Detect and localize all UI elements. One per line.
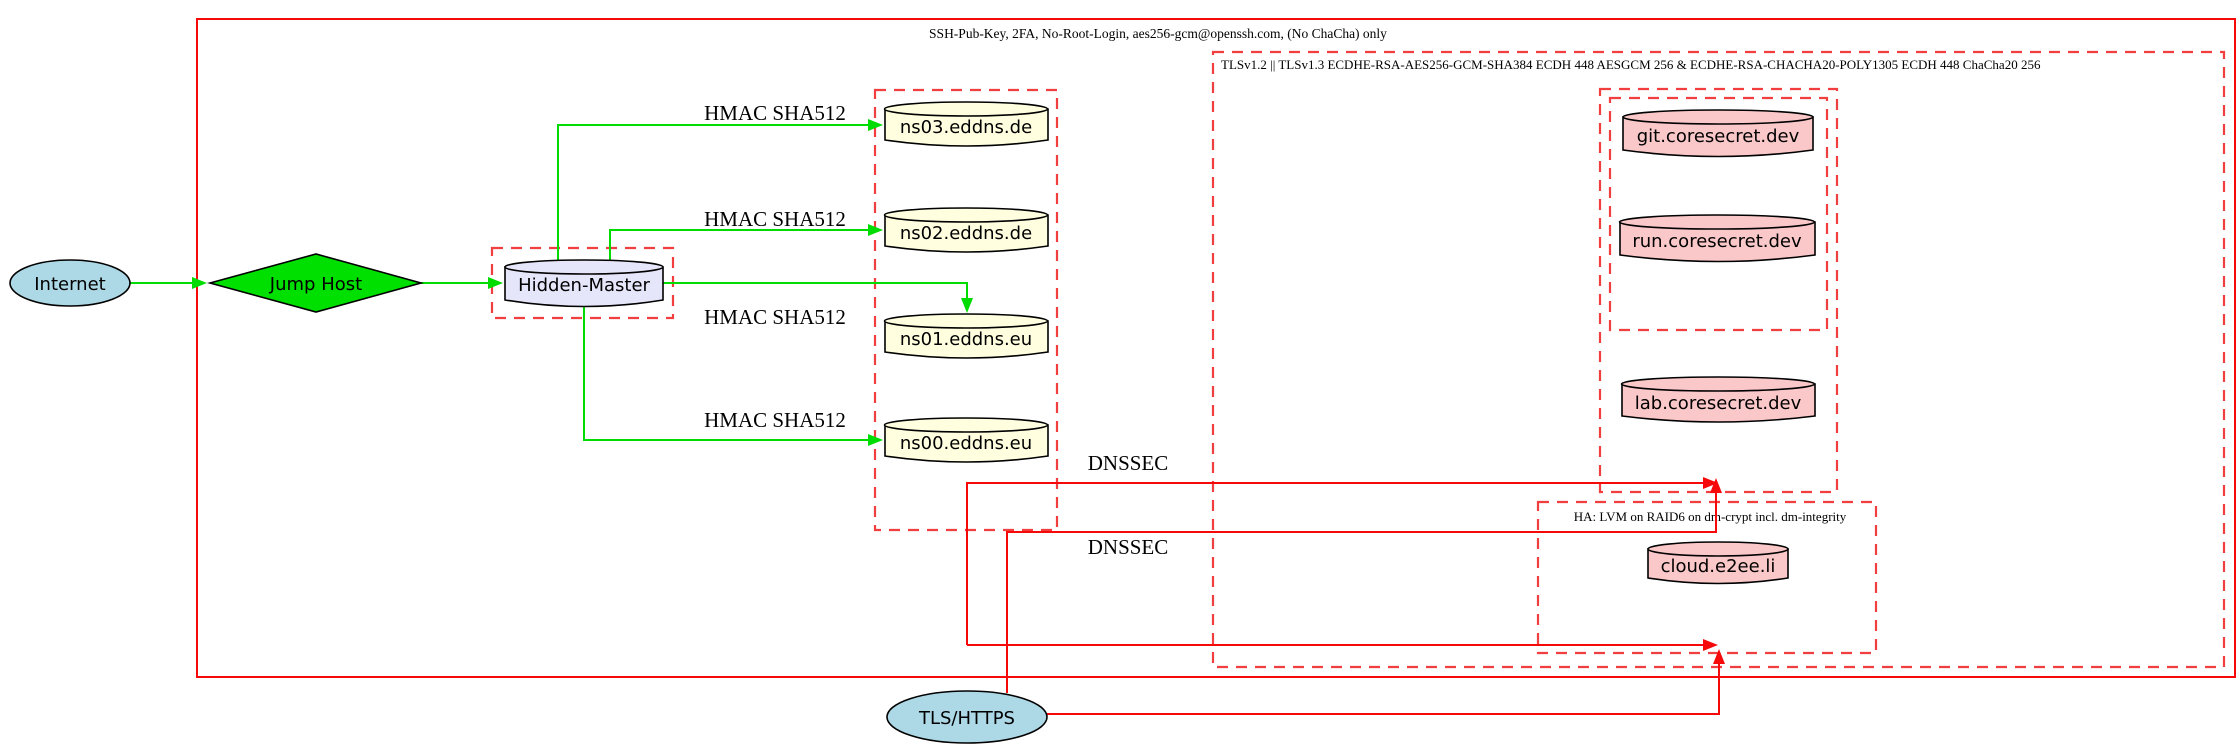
node-git-coresecret: git.coresecret.dev	[1622, 109, 1814, 158]
node-tls-https-label: TLS/HTTPS	[918, 708, 1015, 729]
edge-tlshttps-to-coresecret	[1006, 478, 1722, 693]
edge-label-dnssec-1: DNSSEC	[1088, 451, 1169, 475]
edge-label-hmac-ns01: HMAC SHA512	[704, 305, 846, 329]
node-tls-https: TLS/HTTPS	[886, 690, 1048, 744]
node-ns00: ns00.eddns.eu	[883, 417, 1049, 463]
edge-jumphost-to-hiddenmaster	[421, 277, 503, 289]
node-jump-host: Jump Host	[206, 253, 425, 313]
node-run-coresecret: run.coresecret.dev	[1618, 214, 1816, 263]
edge-dnssec-to-coresecret	[966, 477, 1718, 645]
edge-hiddenmaster-to-ns01	[663, 282, 973, 313]
edge-label-hmac-ns02: HMAC SHA512	[704, 207, 846, 231]
edge-hiddenmaster-to-ns03	[557, 119, 883, 260]
cluster-ssh-label: SSH-Pub-Key, 2FA, No-Root-Login, aes256-…	[929, 26, 1387, 41]
node-run-label: run.coresecret.dev	[1632, 231, 1802, 252]
cluster-coresecret-outer-box	[1598, 87, 1839, 494]
node-hidden-master: Hidden-Master	[504, 259, 664, 308]
node-jump-host-label: Jump Host	[269, 274, 362, 295]
cluster-coresecret-inner-box	[1608, 96, 1829, 332]
node-lab-label: lab.coresecret.dev	[1635, 393, 1802, 414]
edge-hiddenmaster-to-ns02	[609, 224, 883, 260]
node-ns02-label: ns02.eddns.de	[900, 223, 1032, 244]
node-ns01: ns01.eddns.eu	[883, 313, 1049, 359]
node-ns00-label: ns00.eddns.eu	[900, 433, 1032, 454]
node-git-label: git.coresecret.dev	[1637, 126, 1800, 147]
edge-label-dnssec-2: DNSSEC	[1088, 535, 1169, 559]
node-lab-coresecret: lab.coresecret.dev	[1620, 376, 1816, 423]
cluster-ha-label: HA: LVM on RAID6 on dm-crypt incl. dm-in…	[1574, 509, 1847, 524]
edge-label-hmac-ns03: HMAC SHA512	[704, 101, 846, 125]
edge-tlshttps-to-ha	[1047, 649, 1725, 715]
node-internet: Internet	[9, 259, 131, 307]
node-cloud-label: cloud.e2ee.li	[1661, 556, 1776, 577]
edge-hiddenmaster-to-ns00	[583, 307, 883, 446]
node-ns03-label: ns03.eddns.de	[900, 117, 1032, 138]
cluster-tls-label: TLSv1.2 || TLSv1.3 ECDHE-RSA-AES256-GCM-…	[1221, 57, 2041, 72]
cluster-ha-box	[1536, 500, 1878, 655]
node-ns03: ns03.eddns.de	[883, 101, 1049, 147]
node-ns02: ns02.eddns.de	[883, 207, 1049, 253]
node-hidden-master-label: Hidden-Master	[518, 275, 650, 296]
cluster-ssh-box	[196, 18, 2236, 678]
edge-label-hmac-ns00: HMAC SHA512	[704, 408, 846, 432]
node-internet-label: Internet	[34, 274, 105, 295]
edge-dnssec-to-ha	[967, 639, 1718, 651]
node-ns01-label: ns01.eddns.eu	[900, 329, 1032, 350]
node-cloud-e2ee: cloud.e2ee.li	[1647, 541, 1789, 585]
edge-internet-to-jumphost	[129, 277, 207, 289]
